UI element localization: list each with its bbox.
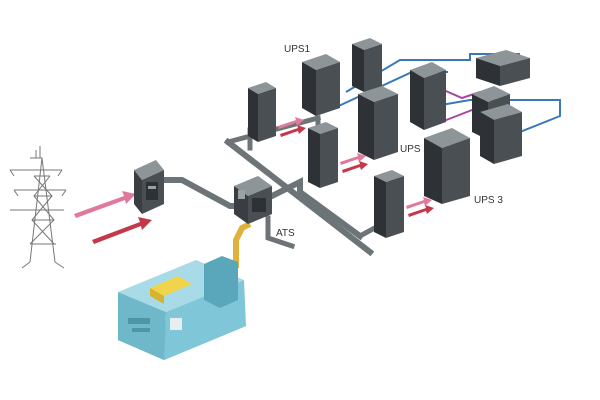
cabinet-arrows — [278, 117, 434, 217]
bus-ats-down — [265, 215, 296, 250]
ups1-label: UPS1 — [284, 44, 311, 55]
feed-arrow — [406, 197, 432, 209]
power-tower-icon — [9, 146, 67, 269]
load-arrow — [408, 205, 434, 217]
utility-arrows — [74, 191, 152, 244]
server-cabinet-icon — [476, 50, 530, 86]
cabinet-group — [248, 38, 530, 238]
server-cabinet-icon — [358, 86, 398, 160]
feed-arrow — [278, 117, 304, 129]
load-arrow — [280, 125, 306, 137]
bus-main-rail — [223, 137, 375, 257]
generator-icon — [118, 256, 246, 360]
ats-cabinet-icon — [234, 176, 272, 224]
bus-bars — [157, 114, 386, 257]
feed-arrow — [74, 191, 136, 218]
server-cabinet-icon — [248, 82, 276, 142]
load-arrow — [92, 217, 152, 244]
generator-feed-line — [233, 221, 252, 268]
server-cabinet-icon — [410, 62, 446, 130]
server-cabinet-icon — [424, 128, 470, 204]
ups3-label: UPS 3 — [474, 195, 503, 206]
server-cabinet-icon — [308, 122, 338, 188]
server-cabinet-icon — [352, 38, 382, 92]
switchgear-icon — [134, 160, 164, 214]
server-cabinet-icon — [480, 104, 522, 164]
ups2-label: UPS 2 — [400, 144, 429, 155]
load-arrow — [342, 161, 368, 173]
bus-ats-rail — [247, 177, 365, 241]
ats-label: ATS — [276, 228, 295, 239]
feed-arrow — [340, 153, 366, 165]
server-cabinet-icon — [302, 54, 340, 116]
server-cabinet-icon — [374, 170, 404, 238]
